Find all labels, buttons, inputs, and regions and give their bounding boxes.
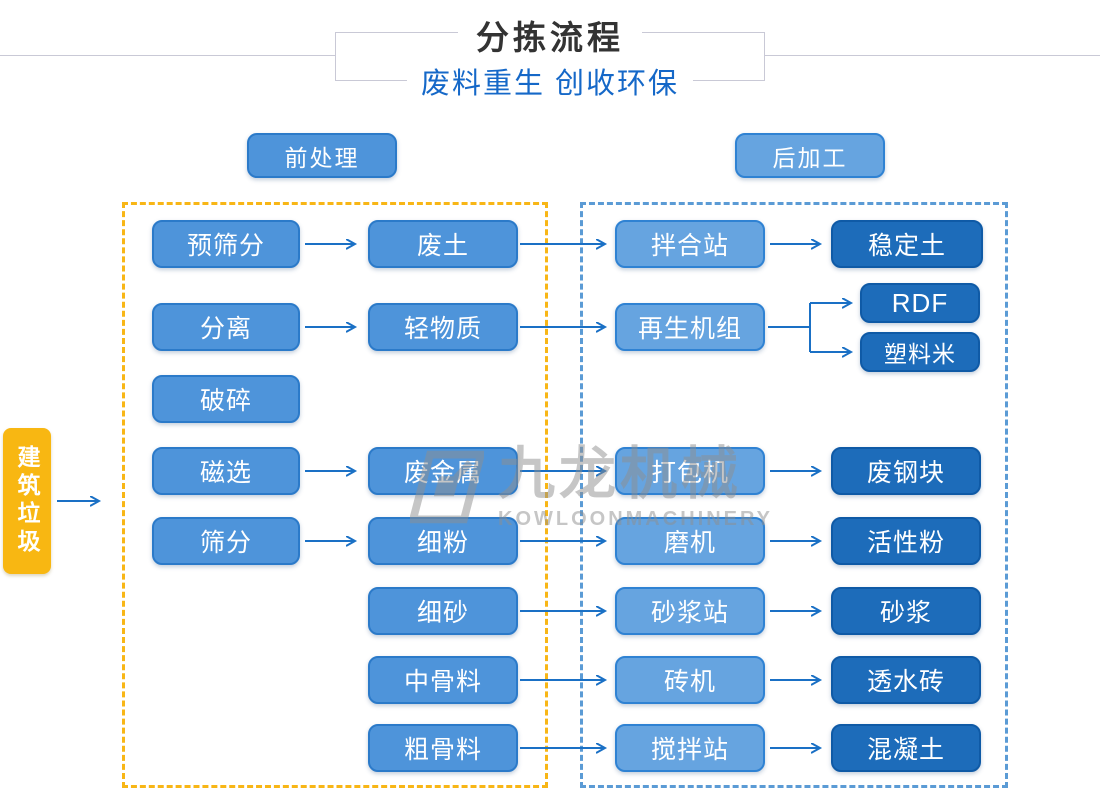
node-scrap-metal: 废金属 bbox=[368, 447, 518, 495]
node-agitating-station: 搅拌站 bbox=[615, 724, 765, 772]
node-brick-machine: 砖机 bbox=[615, 656, 765, 704]
node-mixing-station: 拌合站 bbox=[615, 220, 765, 268]
node-separation: 分离 bbox=[152, 303, 300, 351]
node-coarse-aggregate: 粗骨料 bbox=[368, 724, 518, 772]
node-fine-sand: 细砂 bbox=[368, 587, 518, 635]
node-screening: 筛分 bbox=[152, 517, 300, 565]
node-mortar-station: 砂浆站 bbox=[615, 587, 765, 635]
node-concrete: 混凝土 bbox=[831, 724, 981, 772]
node-stabilized-soil: 稳定土 bbox=[831, 220, 983, 268]
node-scrap-steel-block: 废钢块 bbox=[831, 447, 981, 495]
node-rdf: RDF bbox=[860, 283, 980, 323]
node-fine-powder: 细粉 bbox=[368, 517, 518, 565]
node-active-powder: 活性粉 bbox=[831, 517, 981, 565]
node-mill: 磨机 bbox=[615, 517, 765, 565]
source-construction-waste: 建筑垃圾 bbox=[3, 428, 51, 574]
node-regeneration-unit: 再生机组 bbox=[615, 303, 765, 351]
header-rule-left bbox=[0, 55, 335, 56]
node-permeable-brick: 透水砖 bbox=[831, 656, 981, 704]
node-mortar: 砂浆 bbox=[831, 587, 981, 635]
stage-pre-treatment: 前处理 bbox=[247, 133, 397, 178]
pre-treatment-panel bbox=[122, 202, 548, 788]
header-rule-right bbox=[765, 55, 1100, 56]
node-crushing: 破碎 bbox=[152, 375, 300, 423]
node-waste-soil: 废土 bbox=[368, 220, 518, 268]
page-subtitle: 废料重生 创收环保 bbox=[406, 60, 694, 102]
node-light-material: 轻物质 bbox=[368, 303, 518, 351]
node-plastic-pellets: 塑料米 bbox=[860, 332, 980, 372]
page-title: 分拣流程 bbox=[458, 11, 642, 59]
node-magnetic-separation: 磁选 bbox=[152, 447, 300, 495]
node-pre-screening: 预筛分 bbox=[152, 220, 300, 268]
node-baler: 打包机 bbox=[615, 447, 765, 495]
node-medium-aggregate: 中骨料 bbox=[368, 656, 518, 704]
stage-post-processing: 后加工 bbox=[735, 133, 885, 178]
post-processing-panel bbox=[580, 202, 1008, 788]
